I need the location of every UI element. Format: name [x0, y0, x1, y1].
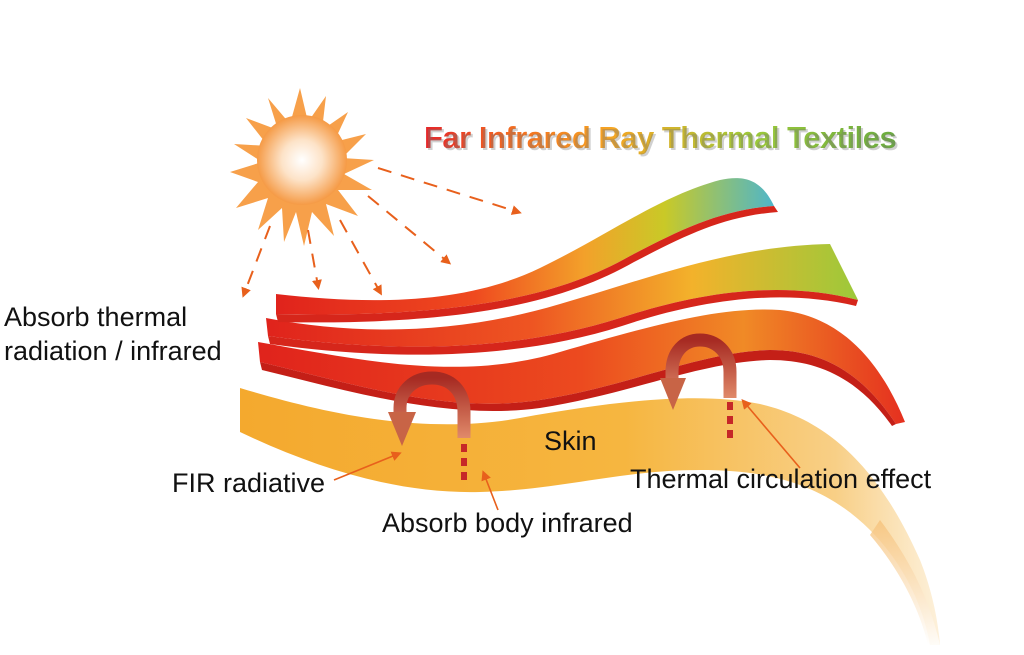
- fabric-layer-middle: [266, 244, 858, 355]
- label-skin: Skin: [544, 426, 597, 456]
- label-absorb-thermal: Absorb thermal radiation / infrared: [4, 300, 222, 368]
- sun-icon: [230, 88, 374, 246]
- fabric-layer-bottom: [258, 309, 905, 426]
- skin-layer: [240, 388, 940, 645]
- label-fir-radiative: FIR radiative: [172, 468, 326, 498]
- diagram-title: Far Infrared Ray Thermal Textiles: [424, 120, 897, 155]
- fir-circulation-arrow-left: [388, 371, 471, 480]
- callout-pointers: [333, 398, 801, 511]
- label-thermal-circulation: Thermal circulation effect: [630, 464, 932, 494]
- label-absorb-thermal-line1: Absorb thermal: [4, 302, 188, 332]
- thermal-circulation-arrow-right: [660, 333, 737, 438]
- fabric-layer-top: [276, 178, 778, 323]
- label-absorb-thermal-line2: radiation / infrared: [4, 336, 222, 366]
- label-absorb-body: Absorb body infrared: [382, 508, 633, 538]
- sun-rays: [241, 167, 522, 298]
